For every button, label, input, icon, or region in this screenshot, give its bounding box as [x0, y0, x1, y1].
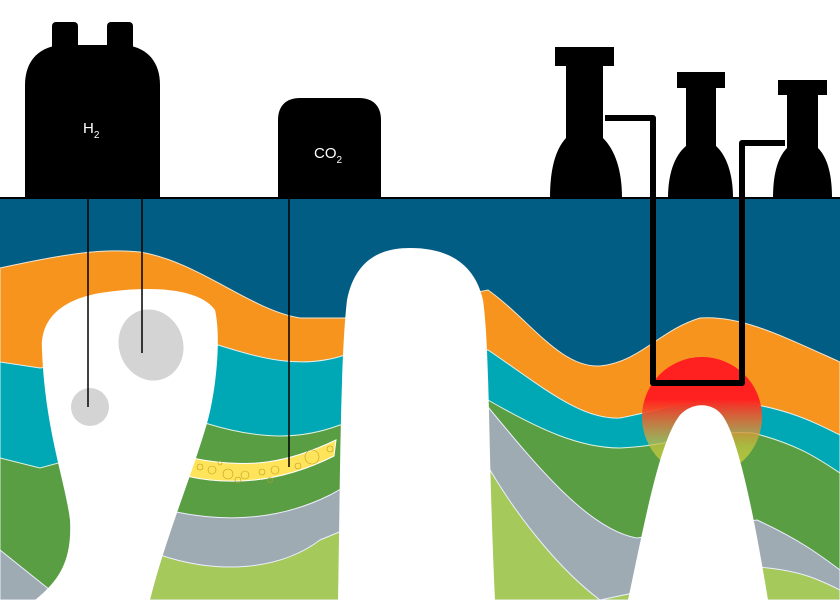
power-plant-tower-2	[668, 72, 733, 198]
co2-tank: CO2	[278, 98, 381, 198]
power-plant-tower-3	[773, 80, 832, 198]
co2-bubbles	[196, 445, 334, 484]
co2-storage-band	[185, 439, 337, 482]
geothermal-pipe-loop	[605, 115, 785, 386]
middle-salt-dome	[338, 248, 495, 600]
co2-label: CO2	[314, 145, 343, 166]
hydrogen-cavern-small	[71, 388, 109, 426]
power-plant-tower-1	[550, 47, 622, 198]
hydrogen-label: H2	[83, 120, 100, 141]
hydrogen-cavern-large	[118, 309, 184, 381]
hydrogen-tank: H2	[25, 22, 160, 198]
right-salt-dome	[628, 405, 768, 600]
